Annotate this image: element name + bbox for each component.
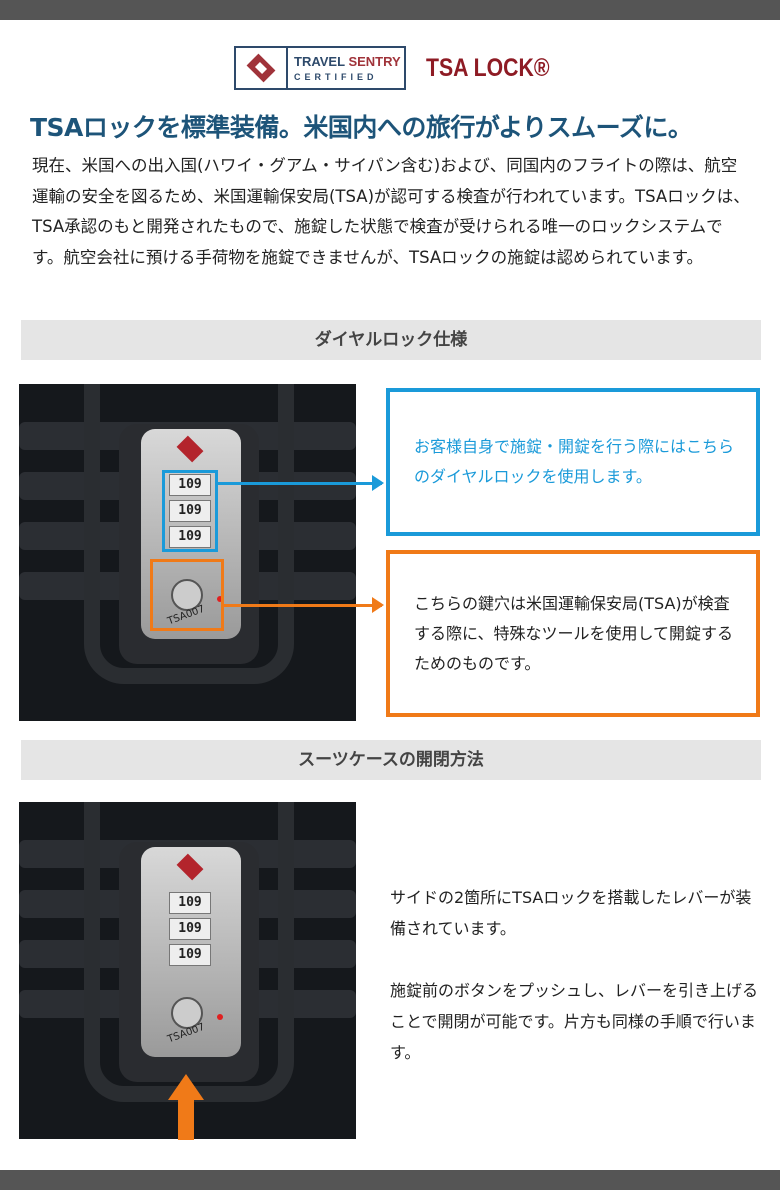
- keyhole-icon: [171, 579, 203, 611]
- dial: 109: [169, 918, 211, 940]
- dial: 109: [169, 944, 211, 966]
- dial: 109: [169, 892, 211, 914]
- intro-text: 現在、米国への出入国(ハワイ・グアム・サイパン含む)および、同国内のフライトの際…: [32, 156, 750, 267]
- tsa-lock-logo: TSA LOCK®: [426, 53, 550, 82]
- arrow-right-icon: [224, 597, 384, 613]
- logo-row: TRAVEL SENTRY CERTIFIED TSA LOCK®: [234, 46, 571, 90]
- keyhole-highlight: [150, 559, 224, 631]
- key-callout: こちらの鍵穴は米国運輸保安局(TSA)が検査する際に、特殊なツールを使用して開錠…: [386, 550, 760, 717]
- logo-text: TRAVEL: [294, 54, 345, 69]
- diamond-icon: [246, 53, 276, 83]
- dial: 109: [169, 474, 211, 496]
- arrow-up-icon: [168, 1074, 204, 1140]
- section-header-opening: スーツケースの開閉方法: [21, 740, 761, 780]
- section-header-dial-lock: ダイヤルロック仕様: [21, 320, 761, 360]
- arrow-right-icon: [218, 475, 384, 491]
- dial-highlight: [162, 470, 218, 552]
- top-bar: [0, 0, 780, 20]
- bottom-bar: [0, 1170, 780, 1190]
- dial-callout-text: お客様自身で施錠・開錠を行う際にはこちらのダイヤルロックを使用します。: [414, 437, 735, 486]
- lock-photo: 109 109 109 TSA007: [19, 384, 356, 721]
- description-text: サイドの2箇所にTSAロックを搭載したレバーが装備されています。: [390, 888, 752, 938]
- key-callout-text: こちらの鍵穴は米国運輸保安局(TSA)が検査する際に、特殊なツールを使用して開錠…: [414, 593, 734, 673]
- logo-text: CERTIFIED: [294, 72, 378, 82]
- dial-callout: お客様自身で施錠・開錠を行う際にはこちらのダイヤルロックを使用します。: [386, 388, 760, 536]
- description-text: 施錠前のボタンをプッシュし、レバーを引き上げることで開閉が可能です。片方も同様の…: [390, 981, 759, 1062]
- headline: TSAロックを標準装備。米国内への旅行がよりスムーズに。: [30, 113, 693, 142]
- travel-sentry-logo: TRAVEL SENTRY CERTIFIED: [234, 46, 406, 90]
- logo-text: SENTRY: [348, 54, 401, 69]
- dial: 109: [169, 500, 211, 522]
- dial: 109: [169, 526, 211, 548]
- opening-description: サイドの2箇所にTSAロックを搭載したレバーが装備されています。 施錠前のボタン…: [390, 882, 760, 1068]
- keyhole-icon: [171, 997, 203, 1029]
